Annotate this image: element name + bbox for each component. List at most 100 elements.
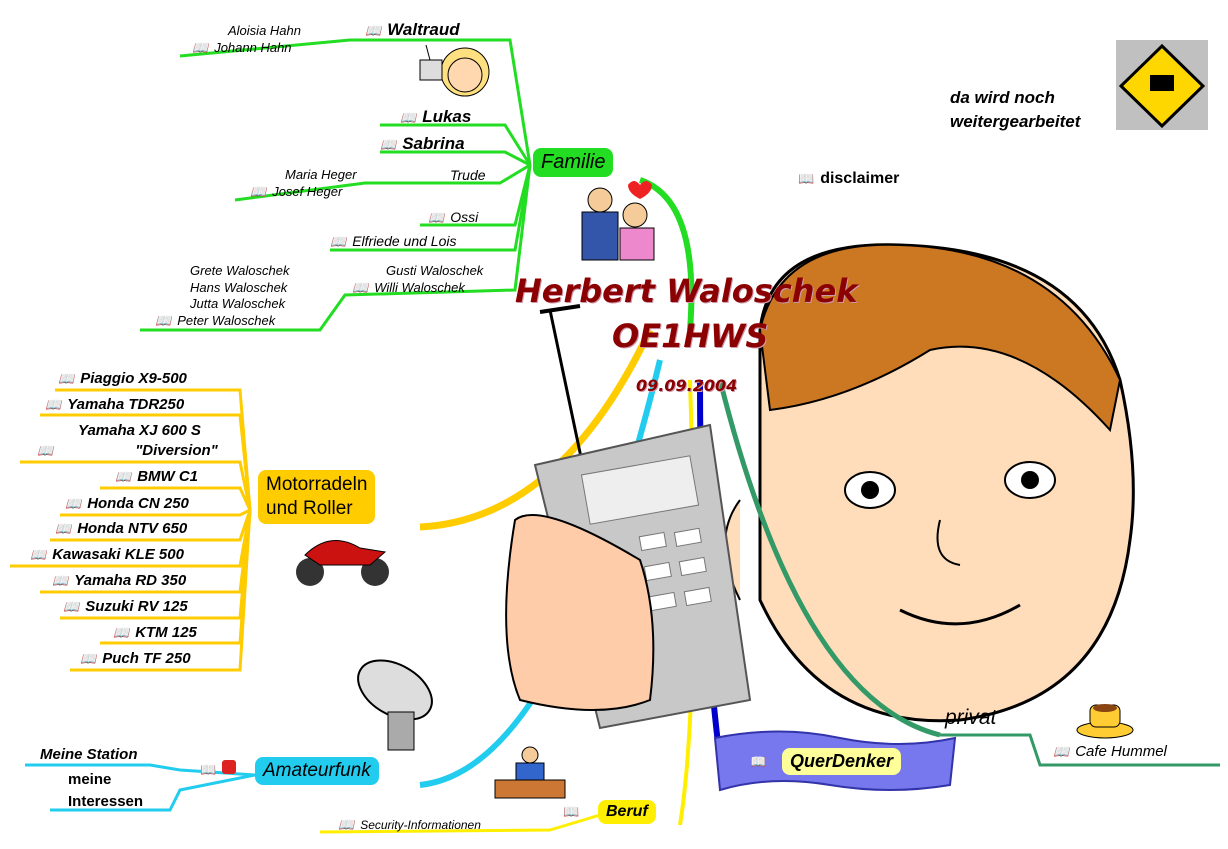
satellite-dish-illustration — [357, 659, 433, 751]
book-icon: 📖 — [55, 522, 72, 537]
motorcycle-illustration — [296, 539, 389, 586]
motorrad-item-label: KTM 125 — [135, 624, 197, 641]
phone-illustration — [505, 304, 752, 730]
book-icon: 📖 — [330, 235, 347, 250]
motorrad-item[interactable]: 📖 Piaggio X9-500 — [58, 370, 187, 387]
privat-node[interactable]: privat — [945, 706, 997, 729]
motorrad-item[interactable]: 📖 Yamaha RD 350 — [52, 572, 186, 589]
cafe-hummel[interactable]: 📖Cafe Hummel — [1053, 743, 1167, 760]
motorrad-item[interactable]: 📖 Yamaha TDR250 — [45, 396, 184, 413]
meine-interessen-2[interactable]: Interessen — [68, 793, 144, 810]
trude-node: Trude — [450, 167, 486, 183]
construction-warning-icon — [1116, 40, 1208, 130]
motorrad-item[interactable]: 📖 Puch TF 250 — [80, 650, 191, 667]
motorrad-item[interactable]: 📖 Honda NTV 650 — [55, 520, 187, 537]
security-informationen[interactable]: 📖Security-Informationen — [338, 818, 481, 833]
hans-waloschek: Hans Waloschek — [190, 280, 288, 295]
motorrad-label-1: Motorradeln — [266, 474, 368, 495]
gusti-waloschek: Gusti Waloschek — [386, 263, 484, 278]
book-icon: 📖 — [428, 211, 445, 226]
johann-hahn-label: Johann Hahn — [214, 40, 292, 55]
lukas-label: Lukas — [422, 107, 472, 126]
meine-interessen-1[interactable]: meine — [68, 771, 112, 788]
aloisia-hahn: Aloisia Hahn — [228, 23, 301, 38]
book-icon: 📖 — [352, 281, 369, 296]
motorrad-item[interactable]: 📖 Kawasaki KLE 500 — [30, 546, 184, 563]
ossi-node[interactable]: 📖 Ossi — [428, 209, 478, 226]
book-icon: 📖 — [113, 626, 130, 641]
book-icon: 📖 — [65, 497, 82, 512]
motorrad-item-label: Yamaha TDR250 — [67, 396, 185, 413]
familie-node[interactable]: Familie — [533, 148, 614, 177]
maria-heger: Maria Heger — [285, 167, 357, 182]
motorrad-item-label: Honda NTV 650 — [77, 520, 188, 537]
book-icon: 📖 — [1053, 745, 1070, 760]
book-icon: 📖 — [200, 763, 217, 778]
sabrina-label: Sabrina — [402, 134, 465, 153]
center-date: 09.09.2004 — [636, 376, 738, 395]
willi-waloschek[interactable]: 📖 Willi Waloschek — [352, 280, 465, 296]
motorrad-item-label: Honda CN 250 — [87, 495, 189, 512]
motorrad-item-label: BMW C1 — [137, 468, 199, 485]
motorrad-item-label: "Diversion" — [135, 442, 218, 459]
motorrad-item-label: Yamaha RD 350 — [74, 572, 187, 589]
book-icon: 📖 — [80, 652, 97, 667]
book-icon: 📖 — [58, 372, 75, 387]
face-illustration — [724, 243, 1135, 723]
girl-illustration — [419, 44, 490, 97]
willi-label: Willi Waloschek — [374, 280, 465, 295]
book-icon: 📖 — [798, 172, 815, 187]
motorrad-item[interactable]: 📖 Honda CN 250 — [65, 495, 189, 512]
motorrad-item-label: Piaggio X9-500 — [80, 370, 187, 387]
book-icon: 📖 — [115, 470, 132, 485]
lukas-node[interactable]: 📖Lukas — [400, 107, 471, 127]
peter-waloschek[interactable]: 📖Peter Waloschek — [155, 313, 275, 329]
josef-heger[interactable]: 📖 Josef Heger — [250, 184, 342, 200]
motorrad-item-label: Suzuki RV 125 — [85, 598, 188, 615]
couple-illustration — [581, 181, 655, 261]
motorrad-item[interactable]: 📖 BMW C1 — [115, 468, 198, 485]
meine-station[interactable]: Meine Station — [40, 746, 138, 763]
disclaimer-link[interactable]: 📖 disclaimer — [798, 170, 899, 188]
book-icon: 📖 — [750, 755, 767, 770]
beruf-node[interactable]: Beruf — [598, 800, 656, 824]
motorrad-item[interactable]: 📖"Diversion" — [37, 442, 218, 459]
amateurfunk-node[interactable]: Amateurfunk — [255, 757, 379, 785]
note-line1: da wird noch — [950, 88, 1055, 107]
book-icon: 📖 — [52, 574, 69, 589]
note-line2: weitergearbeitet — [950, 112, 1081, 131]
johann-hahn[interactable]: 📖 Johann Hahn — [192, 40, 292, 56]
motorrad-item-multiline[interactable]: Yamaha XJ 600 S — [78, 422, 201, 439]
elfriede-label: Elfriede und Lois — [352, 233, 457, 249]
elfriede-node[interactable]: 📖 Elfriede und Lois — [330, 233, 456, 250]
motorrad-item[interactable]: 📖 KTM 125 — [113, 624, 197, 641]
querdenker-node[interactable]: QuerDenker — [782, 748, 902, 775]
book-icon: 📖 — [63, 600, 80, 615]
book-icon: 📖 — [338, 818, 355, 833]
stop-book-icon[interactable]: 📖 — [200, 760, 237, 778]
beruf-book-icon[interactable]: 📖 — [563, 803, 585, 820]
book-icon: 📖 — [30, 548, 47, 563]
motorrad-item-label: Puch TF 250 — [102, 650, 191, 667]
book-icon: 📖 — [155, 314, 172, 329]
motorrad-node[interactable]: Motorradeln und Roller — [258, 470, 376, 524]
book-icon: 📖 — [45, 398, 62, 413]
motorrad-item[interactable]: 📖 Suzuki RV 125 — [63, 598, 188, 615]
waltraud-node[interactable]: 📖 Waltraud — [365, 20, 460, 40]
disclaimer-label: disclaimer — [820, 170, 900, 187]
motorrad-label-2: und Roller — [266, 498, 353, 519]
josef-heger-label: Josef Heger — [272, 184, 343, 199]
book-icon: 📖 — [365, 24, 382, 39]
book-icon: 📖 — [192, 41, 209, 56]
book-icon: 📖 — [250, 185, 267, 200]
center-callsign: OE1HWS — [612, 317, 769, 355]
querdenker-book-icon[interactable]: 📖 — [750, 753, 772, 770]
stop-icon — [222, 760, 237, 774]
coffee-cup-illustration — [1076, 704, 1134, 739]
businessman-illustration — [494, 746, 566, 799]
waltraud-label: Waltraud — [387, 20, 460, 39]
ossi-label: Ossi — [450, 209, 479, 225]
sabrina-node[interactable]: 📖 Sabrina — [380, 134, 465, 154]
motorrad-item-label: Kawasaki KLE 500 — [52, 546, 184, 563]
book-icon: 📖 — [380, 138, 397, 153]
